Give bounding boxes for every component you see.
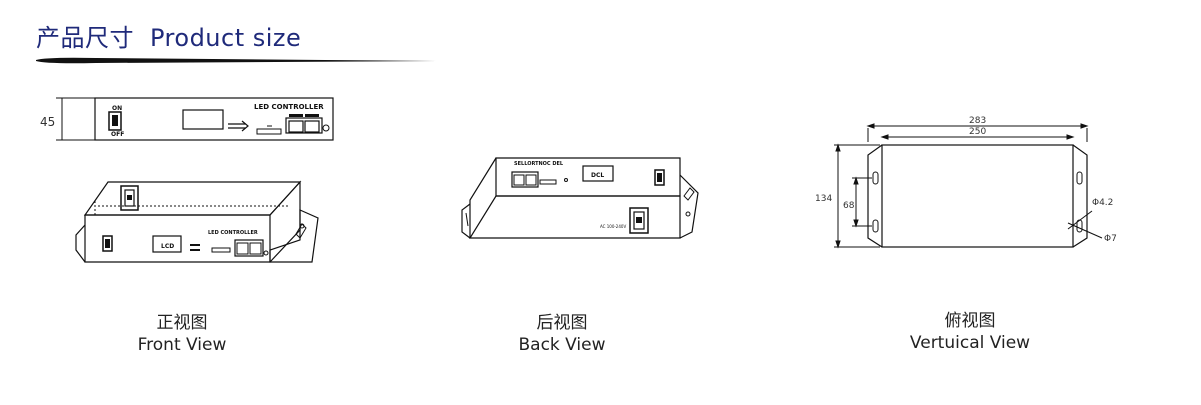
dim-phi-4-2: Φ4.2 xyxy=(1092,198,1113,208)
caption-top: 俯视图 Vertuical View xyxy=(860,310,1080,354)
back-lcd-label: DCL xyxy=(591,172,604,179)
dim-250: 250 xyxy=(969,127,986,137)
indicator-led xyxy=(322,124,330,132)
rj45-ports xyxy=(285,117,323,134)
front-iso-controller-label: LED CONTROLLER xyxy=(208,230,258,236)
front-elevation: 45 ON OFF LED CONTROLLER xyxy=(40,97,334,141)
lcd-window xyxy=(182,109,224,130)
dim-134: 134 xyxy=(815,194,832,204)
dim-height-45: 45 xyxy=(40,115,55,129)
dim-283: 283 xyxy=(969,116,986,126)
switch-on-label: ON xyxy=(112,105,122,112)
caption-front-cn: 正视图 xyxy=(156,313,208,333)
caption-top-en: Vertuical View xyxy=(909,333,1031,353)
switch-off-label: OFF xyxy=(111,131,124,138)
sd-slot xyxy=(256,128,282,135)
page-title: 产品尺寸 Product size xyxy=(36,18,301,53)
dim-68: 68 xyxy=(843,201,855,211)
back-view-iso: SELLORTNOC DEL DCL AC 100-240V xyxy=(461,157,699,239)
front-panel-outline xyxy=(94,97,334,141)
title-en: Product size xyxy=(150,24,302,52)
title-underline xyxy=(36,57,436,64)
front-lcd xyxy=(152,235,182,253)
enclosure-body xyxy=(881,144,1074,248)
back-panel-label: SELLORTNOC DEL xyxy=(514,161,564,167)
power-switch xyxy=(108,111,122,131)
dim-phi-7: Φ7 xyxy=(1104,234,1117,244)
power-spec-label: AC 100-240V xyxy=(600,224,626,229)
title-cn: 产品尺寸 xyxy=(36,24,134,52)
top-view-plan: 283 250 134 68 Φ4.2 Φ7 xyxy=(815,116,1117,249)
arrow-icon xyxy=(228,120,249,132)
caption-front-en: Front View xyxy=(137,335,227,355)
front-lcd-label: LCD xyxy=(161,243,174,250)
controller-label: LED CONTROLLER xyxy=(254,103,324,111)
back-lcd xyxy=(582,165,614,182)
caption-top-cn: 俯视图 xyxy=(944,311,996,331)
ac-socket xyxy=(120,185,139,211)
caption-back: 后视图 Back View xyxy=(452,312,672,356)
caption-back-cn: 后视图 xyxy=(536,313,588,333)
caption-back-en: Back View xyxy=(518,335,606,355)
caption-front: 正视图 Front View xyxy=(72,312,292,356)
front-view-iso: LCD LED CONTROLLER xyxy=(75,180,319,263)
